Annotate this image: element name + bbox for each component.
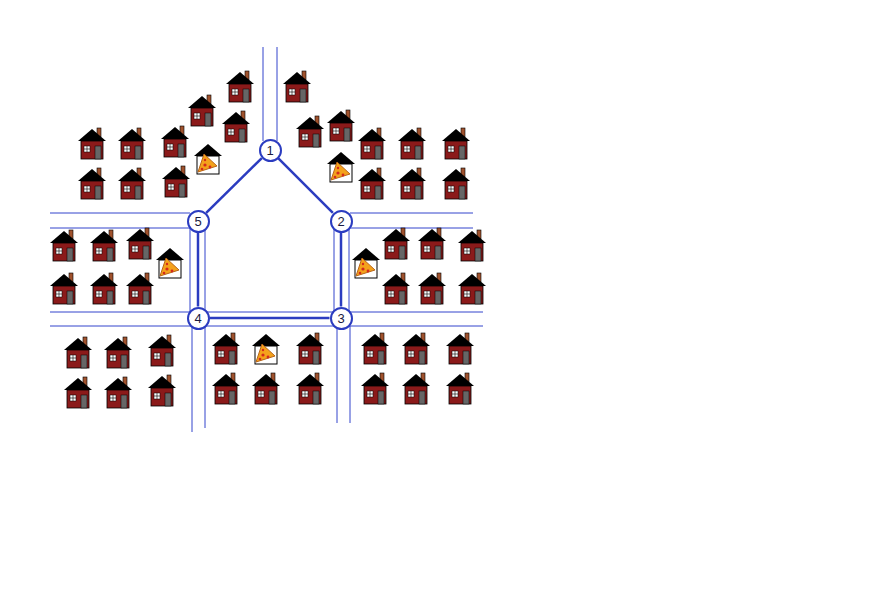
road-edge	[210, 317, 330, 320]
road-edge	[340, 233, 343, 307]
junction-circle: 2	[330, 210, 353, 233]
junction-circle: 3	[330, 307, 353, 330]
junction-number: 3	[337, 312, 344, 325]
pizza-shops	[156, 144, 380, 364]
road-edge	[197, 233, 200, 307]
junction-number: 2	[337, 215, 344, 228]
junction-number: 4	[194, 312, 201, 325]
junction-circle: 5	[187, 210, 210, 233]
junction-circle: 4	[187, 307, 210, 330]
junction-number: 5	[194, 215, 201, 228]
streets	[50, 47, 483, 432]
junction-circle: 1	[259, 139, 282, 162]
road-edge	[278, 158, 333, 213]
road-edge	[206, 158, 262, 213]
houses	[50, 71, 486, 408]
junction-number: 1	[266, 144, 273, 157]
